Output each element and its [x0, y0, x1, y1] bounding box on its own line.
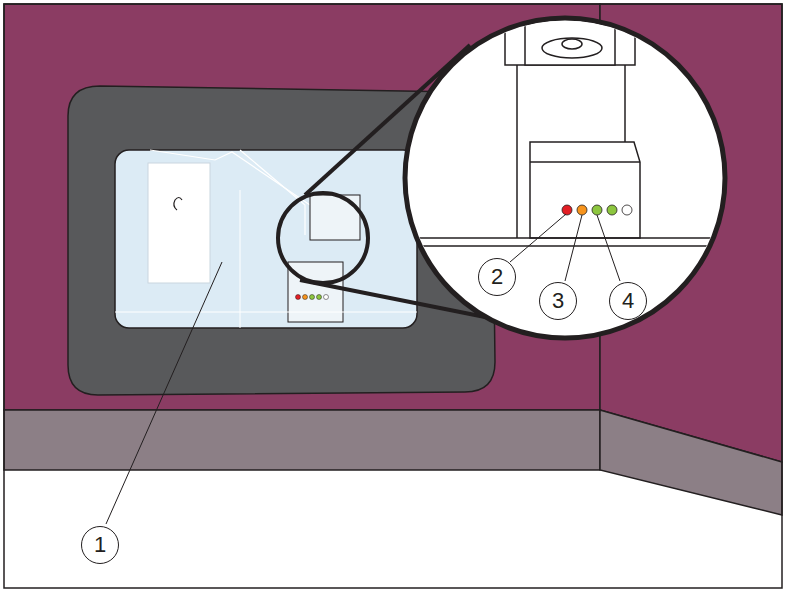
leader-line [106, 262, 222, 524]
callout-circle: 2 [478, 258, 516, 296]
callout-number: 4 [622, 290, 634, 312]
callout-circle: 4 [609, 282, 647, 320]
leader-line [510, 214, 566, 262]
callout-number: 3 [552, 290, 564, 312]
callout-circle: 3 [539, 282, 577, 320]
callout-number: 2 [491, 266, 503, 288]
leader-line [597, 215, 620, 281]
leader-line [565, 215, 582, 281]
callout-circle: 1 [81, 526, 119, 564]
callout-number: 1 [94, 534, 106, 556]
